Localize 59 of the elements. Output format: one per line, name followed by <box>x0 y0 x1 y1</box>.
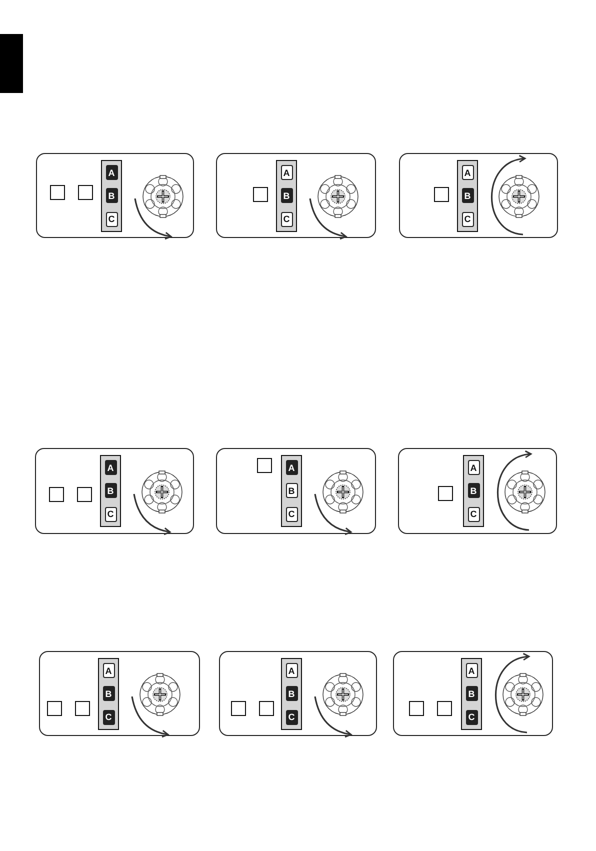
letter-key: B <box>104 483 116 498</box>
panel-box <box>36 153 194 238</box>
empty-square <box>49 487 64 502</box>
letter-key: C <box>280 212 292 227</box>
panel-box <box>219 651 377 736</box>
letter-key: C <box>286 710 298 725</box>
empty-square <box>437 701 452 716</box>
panel-box <box>398 448 557 534</box>
letter-key: A <box>468 460 480 476</box>
letter-key: C <box>468 506 480 522</box>
empty-square <box>78 185 93 200</box>
letter-key: B <box>280 188 292 204</box>
letter-key: B <box>466 686 478 702</box>
letter-key: B <box>102 686 114 702</box>
letter-key: C <box>104 506 116 522</box>
empty-square <box>257 458 272 473</box>
letter-key: A <box>104 460 116 476</box>
selector-strip <box>457 160 478 232</box>
selector-strip <box>100 455 121 527</box>
letter-key: C <box>102 710 114 725</box>
empty-square <box>259 701 274 716</box>
panel-box <box>399 153 558 238</box>
letter-key: B <box>286 483 298 498</box>
empty-square <box>75 701 90 716</box>
empty-square <box>434 187 449 202</box>
panel-box <box>216 448 376 534</box>
panel-box <box>39 651 200 736</box>
selector-strip <box>281 455 302 527</box>
letter-key: A <box>286 460 298 476</box>
letter-key: A <box>280 165 292 180</box>
letter-key: B <box>106 188 118 204</box>
empty-square <box>50 185 65 200</box>
letter-key: C <box>106 212 118 227</box>
letter-key: C <box>466 710 478 725</box>
empty-square <box>409 701 424 716</box>
letter-key: C <box>462 212 474 227</box>
letter-key: A <box>462 165 474 180</box>
empty-square <box>77 487 92 502</box>
empty-square <box>47 701 62 716</box>
panel-box <box>216 153 376 238</box>
letter-key: B <box>468 483 480 498</box>
selector-strip <box>276 160 297 232</box>
selector-strip <box>98 658 119 730</box>
letter-key: A <box>466 663 478 678</box>
empty-square <box>438 486 453 501</box>
letter-key: B <box>286 686 298 702</box>
empty-square <box>231 701 246 716</box>
selector-strip <box>281 658 302 730</box>
letter-key: A <box>102 663 114 678</box>
empty-square <box>253 187 268 202</box>
panel-box <box>35 448 194 534</box>
selector-strip <box>463 455 484 527</box>
letter-key: A <box>106 165 118 180</box>
letter-key: A <box>286 663 298 678</box>
selector-strip <box>461 658 482 730</box>
selector-strip <box>101 160 122 232</box>
letter-key: C <box>286 506 298 522</box>
letter-key: B <box>462 188 474 204</box>
panel-box <box>393 651 553 736</box>
